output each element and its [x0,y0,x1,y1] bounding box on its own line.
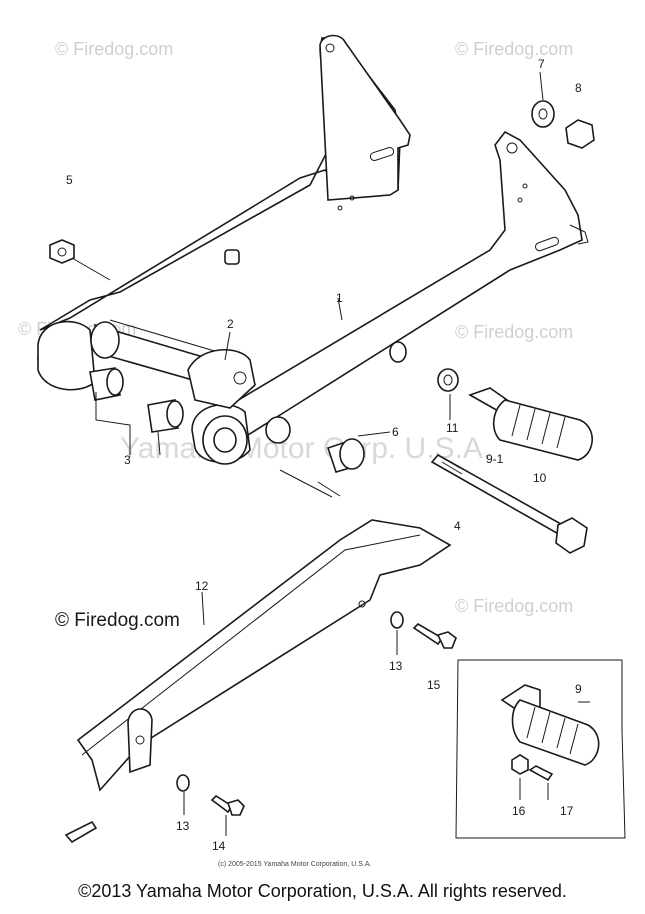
swing-arm [37,34,589,465]
callout-17: 17 [560,804,574,818]
watermark-center: Yamaha Motor Corp. U.S.A. [120,432,491,465]
washer-16 [511,754,529,775]
cap-6 [265,416,365,473]
washer-13-lower [176,774,190,792]
callout-14: 14 [212,839,226,853]
callout-7: 7 [538,57,545,71]
collar-11 [389,341,459,392]
footer-copyright: ©2013 Yamaha Motor Corporation, U.S.A. A… [78,881,567,901]
front-arrow-icon [64,820,98,844]
callout-2: 2 [227,317,234,331]
small-copyright: (c) 2005-2015 Yamaha Motor Corporation, … [218,861,371,868]
footrest-10 [468,387,593,461]
nut-5 [49,239,75,264]
bushings [89,367,184,433]
bolt-15 [412,622,457,649]
callout-5: 5 [66,173,73,187]
washer-13-upper [390,611,404,629]
callout-9: 9 [575,682,582,696]
bolt-17 [528,765,554,782]
watermark-top-right: © Firedog.com [455,39,573,59]
callout-13-lower: 13 [176,819,190,833]
callout-11: 11 [446,421,459,435]
callout-16: 16 [512,804,526,818]
callout-9-1: 9-1 [486,452,504,466]
footrest-9 [500,684,600,766]
leader-lines [71,71,590,836]
callout-13-upper: 13 [389,659,403,673]
watermark-left-prominent: © Firedog.com [55,610,180,631]
watermark-bottom-right: © Firedog.com [455,596,573,616]
chain-guard [76,519,452,792]
optional-part-box [455,659,626,839]
callout-1: 1 [336,291,343,305]
callout-10: 10 [533,471,547,485]
bolt-4 [430,453,588,554]
callout-8: 8 [575,81,582,95]
callout-15: 15 [427,678,441,692]
callout-12: 12 [195,579,209,593]
callout-3: 3 [124,453,131,467]
nut-8 [565,119,595,149]
bolt-14 [210,794,245,816]
watermark-mid-right: © Firedog.com [455,322,573,342]
watermark-top-left: © Firedog.com [55,39,173,59]
callout-4: 4 [454,519,461,533]
callout-6: 6 [392,425,399,439]
washer-7 [531,100,555,128]
